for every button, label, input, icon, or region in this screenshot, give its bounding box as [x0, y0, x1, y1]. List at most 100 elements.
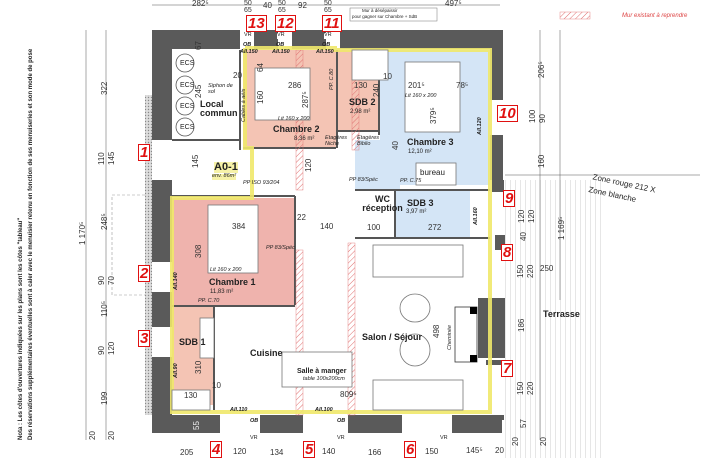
dim-bottom-6: 145⁵ — [466, 446, 483, 455]
vr-label-12: VR — [277, 32, 285, 39]
window-number-13[interactable]: 13 — [246, 15, 267, 32]
vr-label-4: VR — [250, 435, 258, 441]
legend-label: Mur existant à reprendre — [622, 13, 688, 19]
room-fill-sdb3 — [395, 190, 470, 238]
note-box — [349, 7, 438, 22]
ecs-2: ECS — [180, 82, 195, 89]
dim-top-0: 282⁵ — [192, 0, 209, 8]
window-number-11[interactable]: 11 — [322, 15, 342, 32]
dim-int-3: 286 — [288, 81, 302, 90]
all160-9: All.160 — [473, 207, 479, 225]
window-number-3[interactable]: 3 — [138, 330, 151, 347]
window-number-2[interactable]: 2 — [138, 265, 151, 282]
dim-right-14: 57 — [519, 419, 528, 428]
dim-int-8: 240 — [372, 83, 381, 97]
dim-int-2: 20 — [233, 71, 242, 80]
window-number-5[interactable]: 5 — [303, 441, 316, 458]
siphon-label: Siphon de sol — [208, 83, 233, 95]
dim-int-24: 130 — [184, 391, 198, 400]
dim-right-16: 20 — [539, 437, 548, 446]
window-number-4[interactable]: 4 — [210, 441, 223, 458]
dim-left-3: 248⁵ — [100, 213, 109, 230]
side-note-line2: Des réservations supplémentaires éventue… — [28, 48, 34, 440]
dim-right-13: 220 — [526, 381, 535, 395]
dim-right-15: 20 — [511, 437, 520, 446]
room-chambre-3: Chambre 3 — [407, 137, 454, 147]
dim-right-3: 160 — [537, 154, 546, 168]
vr-label-11: VR — [324, 32, 332, 39]
window-number-8[interactable]: 8 — [501, 244, 514, 261]
dim-int-7: 130 — [354, 81, 368, 90]
desk — [415, 162, 457, 186]
window-number-12[interactable]: 12 — [275, 15, 296, 32]
bed-chambre2 — [254, 67, 311, 121]
side-note-line1: Nota : Les côtes d'ouvertures indiquées … — [18, 217, 24, 440]
window-number-6[interactable]: 6 — [404, 441, 417, 458]
dim-top-2: 65 — [244, 7, 252, 14]
door-a0-1: PP ISO 93/204 — [243, 180, 280, 186]
door-pp-c70: PP. C.70 — [198, 298, 220, 304]
dim-int-22: 809⁵ — [340, 390, 357, 399]
dim-left-1: 110 — [97, 152, 106, 165]
dim-int-4: 287⁵ — [301, 91, 310, 108]
fireplace — [454, 306, 478, 363]
all100-5: All.100 — [315, 407, 333, 413]
chambre-1-bed: Lit 160 x 200 — [210, 267, 242, 273]
chambre-2-bed: Lit 160 x 200 — [278, 116, 310, 122]
room-sdb-1: SDB 1 — [179, 337, 206, 347]
room-sdb-3: SDB 3 — [407, 198, 434, 208]
chambre-3-bed: Lit 160 x 200 — [405, 93, 437, 99]
room-sdb-2: SDB 2 — [349, 97, 376, 107]
ob-label-4: OB — [250, 418, 259, 424]
dining-table-size: table 100x200cm — [303, 376, 345, 382]
bed-chambre3 — [404, 61, 461, 133]
window-number-1[interactable]: 1 — [138, 144, 151, 161]
dim-left-4: 90 — [97, 276, 106, 285]
dim-left-5: 70 — [107, 276, 116, 285]
dim-left-7: 90 — [97, 346, 106, 355]
dim-right-9: 250 — [540, 264, 554, 273]
dim-bottom-7: 20 — [495, 446, 504, 455]
sofa-bottom — [372, 379, 464, 411]
ob-label-13: OB — [243, 42, 252, 48]
dim-int-1: 64 — [256, 63, 265, 72]
ecs-tanks — [175, 53, 195, 137]
all150-13: All.150 — [240, 49, 258, 55]
shower-sdb1 — [171, 389, 211, 411]
shower-sdb2 — [351, 49, 389, 81]
dim-int-19: 100 — [367, 223, 381, 232]
window-number-10[interactable]: 10 — [497, 105, 518, 122]
legend-swatch — [559, 11, 591, 20]
dim-int-9: 10 — [383, 72, 392, 81]
all150-11: All.150 — [316, 49, 334, 55]
door-pp-c80: PP. C.80 — [329, 68, 335, 90]
dim-int-23: 310 — [194, 360, 203, 374]
dim-right-2: 90 — [538, 114, 547, 123]
dim-top-6: 92 — [298, 1, 307, 10]
ob-label-5: OB — [337, 418, 346, 424]
dim-left-11: 20 — [88, 431, 97, 440]
dim-left-0: 322 — [100, 81, 109, 95]
dim-top-3: 40 — [263, 1, 272, 10]
sdb-2-area: 2,98 m² — [350, 109, 371, 115]
dim-top-7: 50 — [324, 0, 332, 7]
note-box-line1: Mur à désépaissir — [362, 8, 398, 13]
room-local-commun: Local commun — [200, 99, 238, 118]
dim-left-10: 20 — [107, 431, 116, 440]
dim-top-4: 50 — [278, 0, 286, 7]
ecs-1: ECS — [180, 60, 195, 67]
room-a0-1: A0-1 — [214, 161, 238, 173]
dim-right-12: 150 — [516, 381, 525, 395]
window-number-7[interactable]: 7 — [501, 360, 514, 377]
dim-int-17: 140 — [320, 222, 334, 231]
insulation-left — [145, 95, 152, 415]
ob-label-11: OB — [322, 42, 331, 48]
dining-table — [281, 351, 353, 388]
dim-int-16: 308 — [194, 244, 203, 258]
window-number-9[interactable]: 9 — [503, 190, 516, 207]
dim-int-14: 120 — [304, 158, 313, 172]
dim-int-10: 201⁵ — [408, 81, 425, 90]
all90-3: All.90 — [173, 363, 179, 378]
dim-right-10: 1 169⁵ — [557, 216, 566, 240]
